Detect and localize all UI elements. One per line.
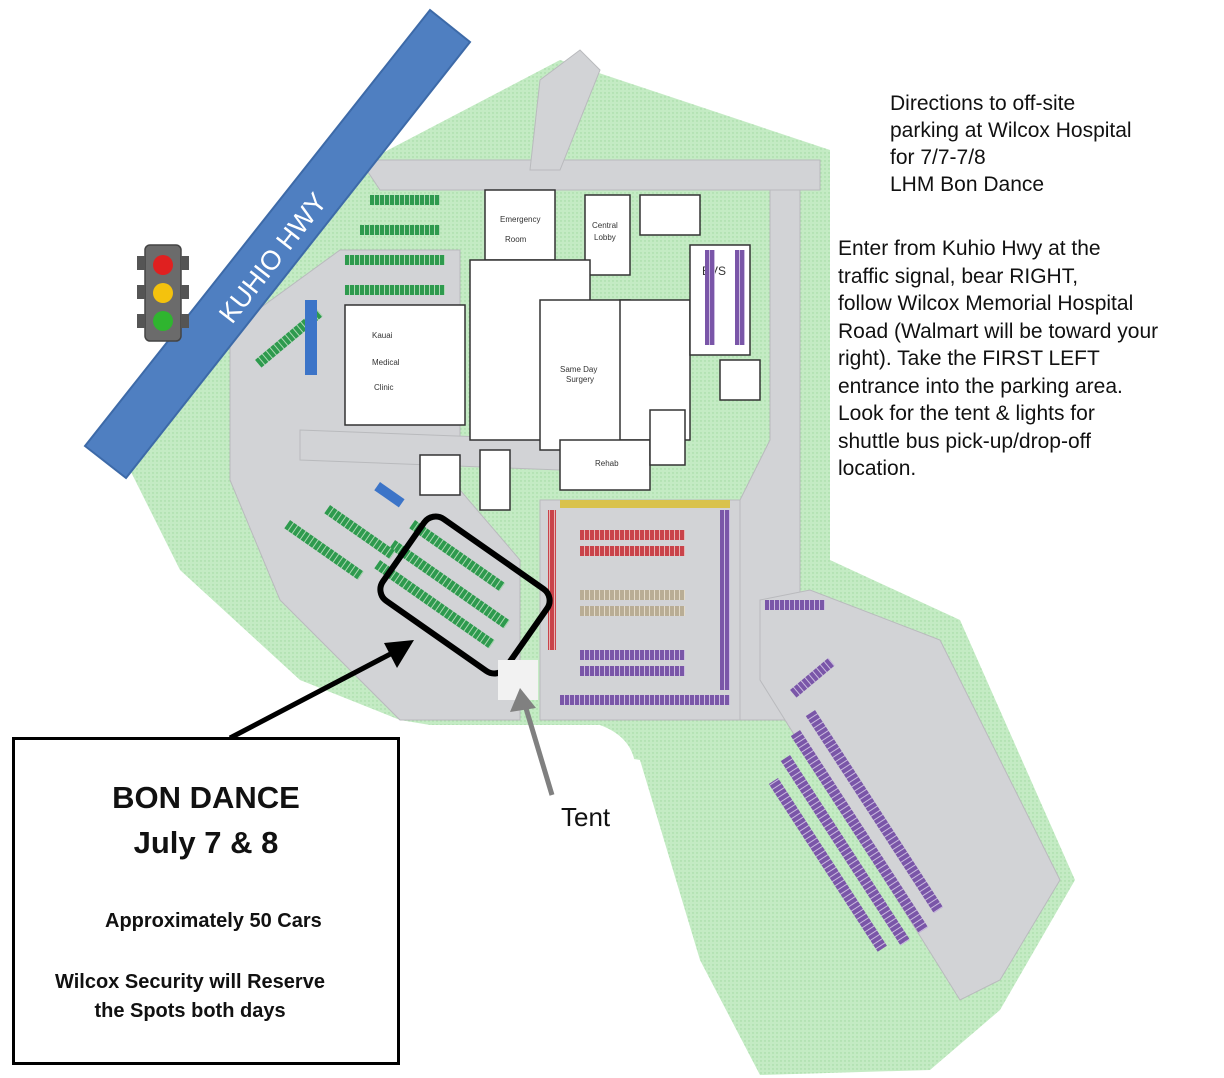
info-title: BON DANCE — [112, 780, 300, 815]
svg-text:Lobby: Lobby — [594, 233, 616, 242]
traffic-light-icon — [137, 244, 189, 342]
parking-purple — [705, 250, 943, 952]
svg-text:Room: Room — [505, 235, 527, 244]
svg-text:Same Day: Same Day — [560, 365, 597, 374]
svg-text:Medical: Medical — [372, 358, 400, 367]
info-cars: Approximately 50 Cars — [105, 910, 322, 932]
map-cutout — [410, 725, 636, 790]
parking-blue — [305, 300, 405, 508]
svg-text:Surgery: Surgery — [566, 375, 594, 384]
info-dates: July 7 & 8 — [133, 825, 279, 860]
directions-body: Enter from Kuhio Hwy at the traffic sign… — [838, 237, 1159, 480]
parking-green — [255, 195, 510, 649]
tent-label: Tent — [561, 802, 611, 832]
info-security-note: Wilcox Security will Reserve the Spots b… — [55, 971, 325, 1022]
reserved-parking-highlight — [377, 513, 553, 677]
svg-text:Kauai: Kauai — [372, 331, 393, 340]
svg-text:Rehab: Rehab — [595, 459, 619, 468]
svg-text:Emergency: Emergency — [500, 215, 540, 224]
arrow-icon — [228, 640, 555, 796]
svg-text:Clinic: Clinic — [374, 383, 394, 392]
svg-text:Central: Central — [592, 221, 618, 230]
directions-title: Directions to off-site parking at Wilcox… — [890, 92, 1132, 196]
bon-dance-info-box: BON DANCE July 7 & 8 Approximately 50 Ca… — [12, 737, 400, 1065]
parking-main-lot — [548, 500, 730, 705]
